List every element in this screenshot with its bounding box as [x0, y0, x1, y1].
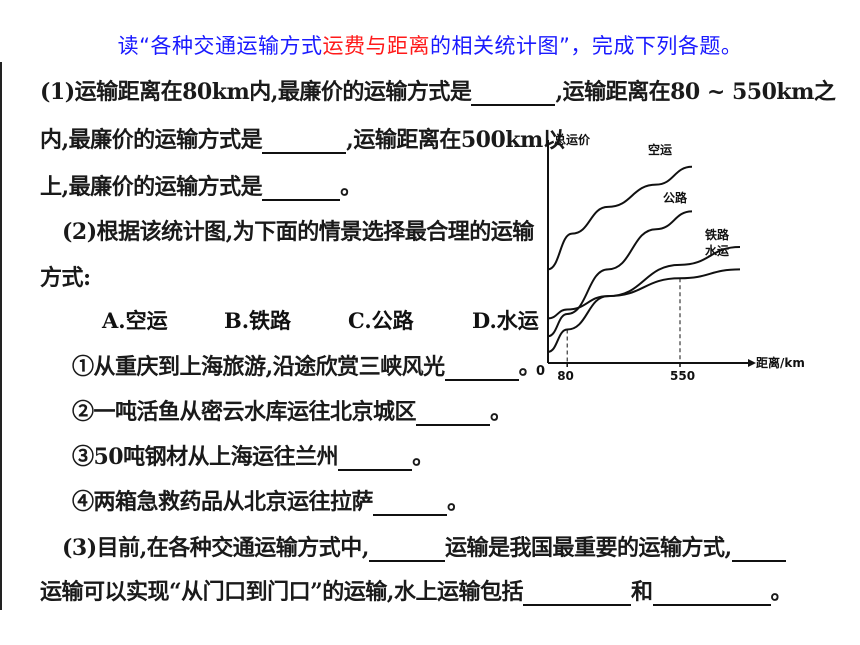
series-line-1 [547, 210, 693, 338]
answer-blank[interactable] [522, 584, 631, 606]
answer-blank[interactable] [368, 540, 445, 562]
answer-blank[interactable] [338, 449, 413, 471]
q2-item-3-end: 。 [412, 444, 434, 470]
q1-line2-text-a: 内,最廉价的运输方式是 [40, 127, 263, 153]
answer-blank[interactable] [652, 584, 771, 606]
q3-line1: (3)目前,在各种交通运输方式中, 运输是我国最重要的运输方式, [62, 530, 786, 562]
chart-series-lines [547, 165, 741, 353]
q1-line3-text-a: 上,最廉价的运输方式是 [40, 174, 263, 200]
q1-line3: 上,最廉价的运输方式是 。 [40, 169, 362, 201]
q2-item-1: ①从重庆到上海旅游,沿途欣赏三峡风光 。 [72, 349, 541, 381]
q3-line2-text-c: 。 [770, 579, 793, 605]
answer-blank[interactable] [373, 494, 448, 516]
q2-item-2: ②一吨活鱼从密云水库运往北京城区 。 [72, 394, 512, 426]
series-line-3 [547, 268, 741, 320]
q3-line2: 运输可以实现“从门口到门口”的运输,水上运输包括 和 。 [40, 574, 793, 606]
q1-line1-text-b: ,运输距离在80 ~ 550km之 [555, 79, 836, 105]
title-highlight: 运费与距离 [322, 34, 430, 58]
option-d: D.水运 [472, 308, 539, 333]
series-line-0 [547, 165, 693, 271]
title-part1: 读“各种交通运输方式 [117, 34, 323, 58]
series-label-3: 水运 [705, 243, 729, 258]
option-c: C.公路 [348, 308, 414, 333]
scanned-question-sheet: (1)运输距离在80km内,最廉价的运输方式是 ,运输距离在80 ~ 550km之… [0, 62, 860, 610]
answer-blank[interactable] [262, 132, 347, 154]
q2-item-2-end: 。 [490, 399, 512, 425]
q2-item-2-text: ②一吨活鱼从密云水库运往北京城区 [72, 399, 417, 425]
q3-line2-text-a: 运输可以实现“从门口到门口”的运输,水上运输包括 [40, 579, 523, 605]
q2-item-1-text: ①从重庆到上海旅游,沿途欣赏三峡风光 [72, 354, 445, 380]
series-label-0: 空运 [648, 142, 672, 157]
q2-item-3: ③50吨钢材从上海运往兰州 。 [72, 439, 434, 471]
page-title: 读“各种交通运输方式运费与距离的相关统计图”，完成下列各题。 [0, 30, 860, 60]
q2-item-4-end: 。 [447, 489, 469, 515]
answer-blank[interactable] [416, 404, 491, 426]
q1-line2-text-b: ,运输距离在500km以 [346, 127, 565, 153]
q2-line1: (2)根据该统计图,为下面的情景选择最合理的运输 [62, 219, 534, 245]
option-a: A.空运 [102, 308, 168, 333]
q1-line1-text-a: (1)运输距离在80km内,最廉价的运输方式是 [40, 79, 472, 105]
q3-line2-text-b: 和 [630, 579, 653, 605]
q1-line3-text-b: 。 [340, 174, 362, 200]
q2-line2: 方式: [40, 265, 91, 291]
origin-label: 0 [536, 364, 545, 379]
chart-axes [547, 140, 756, 367]
answer-blank[interactable] [262, 179, 341, 201]
q2-item-3-text: ③50吨钢材从上海运往兰州 [72, 444, 339, 470]
q1-line1: (1)运输距离在80km内,最廉价的运输方式是 ,运输距离在80 ~ 550km之 [40, 74, 836, 106]
answer-blank[interactable] [731, 540, 786, 562]
x-tick-label: 550 [670, 369, 695, 383]
q2-item-4-text: ④两箱急救药品从北京运往拉萨 [72, 489, 374, 515]
q3-line1-text-b: 运输是我国最重要的运输方式, [444, 535, 732, 561]
q2-item-1-end: 。 [518, 354, 541, 380]
option-b: B.铁路 [224, 308, 292, 333]
answer-blank[interactable] [444, 359, 519, 381]
series-line-2 [547, 246, 741, 353]
q3-line1-text-a: (3)目前,在各种交通运输方式中, [62, 535, 369, 561]
q2-item-4: ④两箱急救药品从北京运往拉萨 。 [72, 484, 469, 516]
x-axis-arrow [748, 359, 756, 367]
series-label-1: 公路 [663, 190, 688, 205]
x-tick-label: 80 [557, 369, 574, 383]
answer-blank[interactable] [471, 84, 556, 106]
series-label-2: 铁路 [705, 227, 730, 242]
y-axis-label: 总运价 [554, 132, 591, 147]
x-axis-label: 距离/km [756, 355, 805, 370]
q1-line2: 内,最廉价的运输方式是 ,运输距离在500km以 [40, 122, 565, 154]
title-part2: 的相关统计图”，完成下列各题。 [430, 34, 743, 58]
